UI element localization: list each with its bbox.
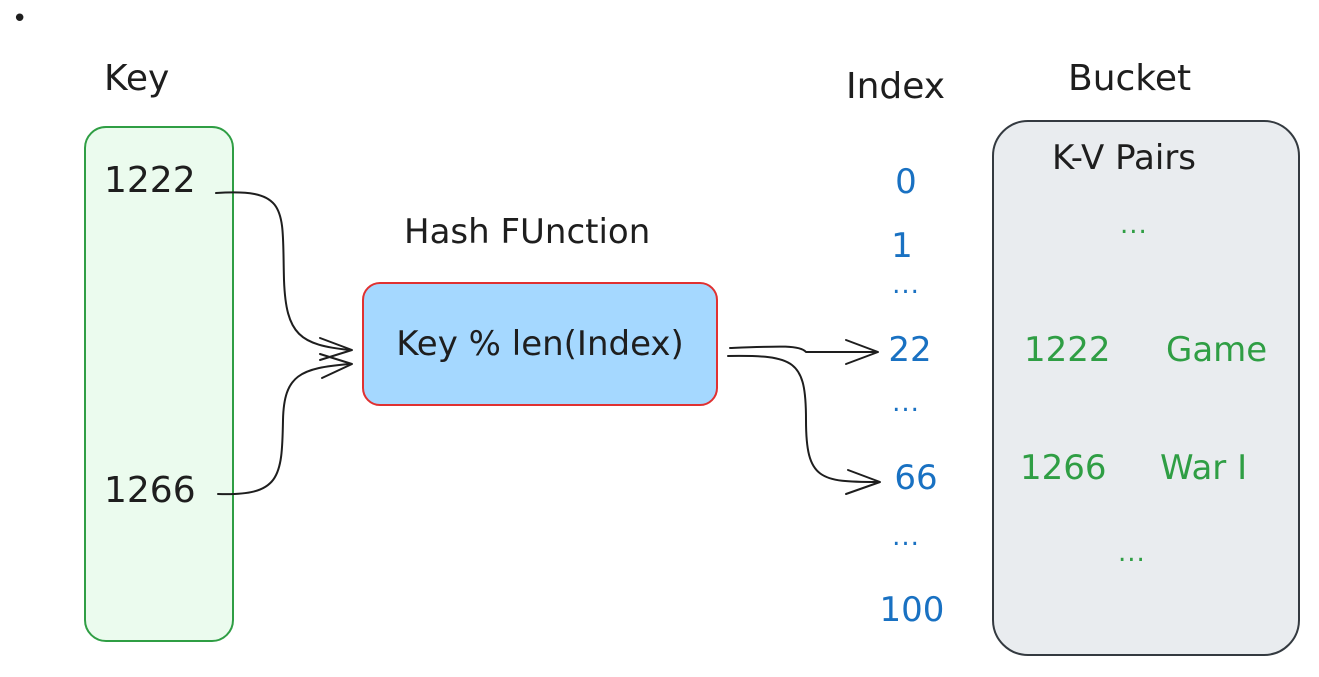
pair-key: 1266 [1020,448,1107,488]
bucket-heading: Bucket [1068,58,1192,99]
index-item: 1 [891,226,913,266]
arrowhead [845,339,879,365]
arrow-hash-to-22 [729,345,877,353]
pair-key: 1222 [1024,330,1111,370]
key-heading: Key [104,58,170,99]
pair-value: Game [1166,330,1268,370]
hash-function-formula: Key % len(Index) [396,324,684,364]
bullet: • [12,4,28,34]
key-item: 1222 [104,160,196,201]
hash-function-heading: Hash FUnction [404,212,651,252]
key-item: 1266 [104,470,196,511]
arrow-hash-to-66 [727,354,879,483]
index-item: 0 [895,162,917,202]
pair-value: War I [1160,448,1248,488]
index-heading: Index [846,66,946,107]
bucket-box [992,120,1300,656]
index-item: 100 [879,590,945,630]
arrowhead [319,353,353,379]
hash-function-box: Key % len(Index) [362,282,718,406]
index-item: 66 [894,458,938,498]
key-box [84,126,234,642]
arrow-key2-to-hash [217,363,351,496]
arrow-key1-to-hash [215,191,351,351]
bucket-subtitle: K-V Pairs [1052,138,1197,178]
bucket-ellipsis: ... [1118,538,1146,568]
bucket-ellipsis: ... [1120,210,1148,240]
index-ellipsis: ... [892,270,920,300]
index-item: 22 [888,330,932,370]
index-ellipsis: ... [892,388,920,418]
arrowhead [845,469,881,495]
index-ellipsis: ... [892,522,920,552]
